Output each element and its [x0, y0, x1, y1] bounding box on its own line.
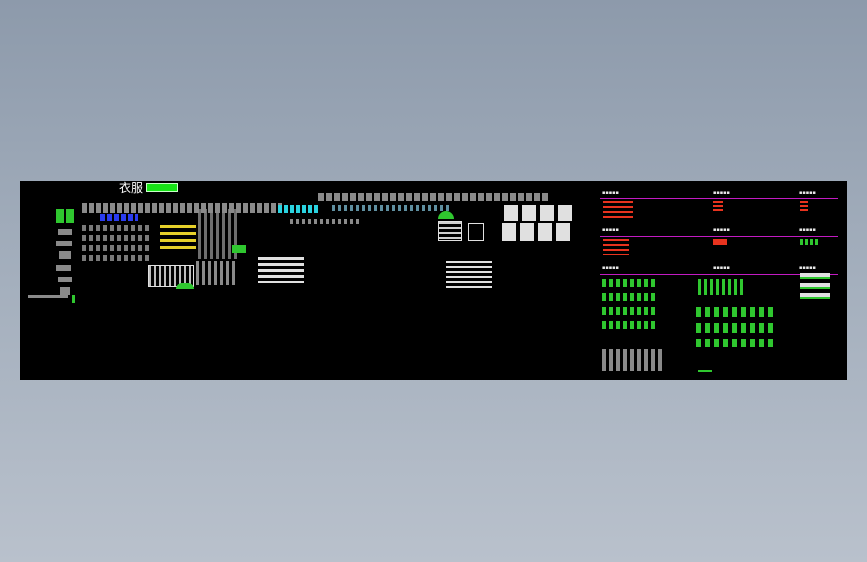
symbol-frame-white [148, 265, 194, 287]
drawing-title: 衣服 [119, 181, 144, 195]
symbol-green-grid-3 [696, 307, 776, 347]
section-line-1 [600, 198, 838, 199]
symbol-green-dash [698, 370, 712, 372]
symbol-panels-white-top [504, 205, 574, 221]
section-header-4: ▪▪▪▪▪ [602, 227, 619, 233]
symbol-row-top [82, 203, 282, 213]
symbol-block-white-center [446, 261, 492, 291]
section-header-1: ▪▪▪▪▪ [602, 190, 619, 196]
symbol-box-white-b [468, 223, 484, 241]
symbol-row-center-3 [290, 219, 360, 224]
symbol-grid-gray-a [82, 225, 152, 265]
symbol-red-block-4 [603, 239, 629, 255]
section-header-9: ▪▪▪▪▪ [799, 265, 816, 271]
symbol-red-block-3 [800, 201, 808, 211]
symbol-row-top-cyan [278, 205, 318, 213]
section-line-2 [600, 236, 838, 237]
section-line-3 [600, 274, 838, 275]
section-header-3: ▪▪▪▪▪ [799, 190, 816, 196]
symbol-red-block-5 [713, 239, 727, 245]
symbol-green-block-1 [800, 239, 820, 245]
symbol-grid-gray-c [196, 261, 236, 285]
symbol-row-center [318, 193, 548, 201]
symbol-grid-gray-b [198, 209, 238, 259]
symbol-row-center-2 [332, 205, 452, 211]
section-header-7: ▪▪▪▪▪ [602, 265, 619, 271]
symbol-block-white-mid [258, 257, 304, 283]
symbol-white-green-mix [800, 273, 830, 303]
symbol-cluster-left [56, 203, 76, 303]
title-color-swatch [146, 183, 178, 192]
section-header-2: ▪▪▪▪▪ [713, 190, 730, 196]
section-header-6: ▪▪▪▪▪ [799, 227, 816, 233]
section-header-5: ▪▪▪▪▪ [713, 227, 730, 233]
symbol-red-block-1 [603, 201, 633, 221]
symbol-green-grid-2 [698, 279, 746, 295]
cad-drawing-canvas[interactable]: 衣服 ▪▪▪▪▪ ▪▪▪▪▪ ▪▪▪▪▪ [20, 181, 847, 380]
symbol-green-grid-1 [602, 279, 656, 333]
symbol-grid-yellow [160, 225, 196, 249]
symbol-row-gray-1 [28, 295, 68, 298]
symbol-green-dome [176, 283, 194, 289]
symbol-row-blue [100, 214, 138, 221]
symbol-gray-grid-1 [602, 349, 662, 371]
symbol-green-small [232, 245, 246, 253]
symbol-panels-white-bottom [502, 223, 574, 241]
symbol-box-white-a [438, 221, 462, 241]
symbol-green-dome-center [438, 211, 454, 219]
section-header-8: ▪▪▪▪▪ [713, 265, 730, 271]
symbol-red-block-2 [713, 201, 723, 211]
